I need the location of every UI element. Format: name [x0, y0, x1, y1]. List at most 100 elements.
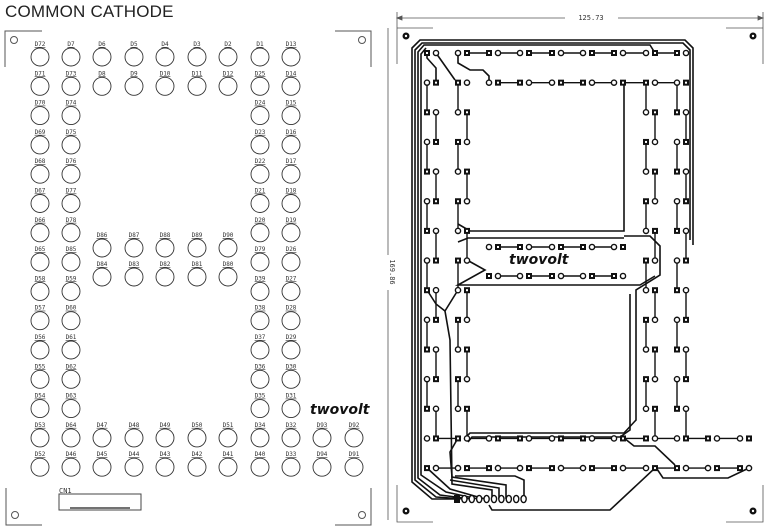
led-d64: D64	[61, 422, 81, 448]
led-label: D34	[255, 422, 266, 429]
pad-pair-d20	[642, 227, 658, 235]
height-dimension: 169.86	[388, 259, 396, 284]
pad-pair-d2	[611, 49, 627, 57]
led-d65: D65	[30, 246, 50, 272]
pad-pair-d75	[455, 138, 471, 146]
led-d87: D87	[124, 232, 144, 258]
led-label: D6	[98, 41, 106, 48]
led-d69: D69	[30, 129, 50, 155]
led-d40: D40	[250, 451, 270, 477]
pad-pair-d25	[643, 79, 659, 86]
led-label: D48	[129, 422, 140, 429]
led-label: D65	[35, 246, 46, 253]
pad-pair-d58	[424, 286, 440, 294]
led-d38: D38	[250, 305, 270, 331]
led-label: D16	[286, 129, 297, 136]
pad-pair-d57	[423, 316, 439, 324]
led-label: D22	[255, 158, 266, 165]
board-corner-marks	[4, 30, 372, 526]
led-d36: D36	[250, 363, 270, 389]
led-label: D14	[286, 70, 297, 77]
led-d54: D54	[30, 393, 50, 419]
pad-pair-d63	[454, 405, 470, 413]
led-label: D17	[286, 158, 297, 165]
led-d27: D27	[281, 275, 301, 301]
pad-pair-d59	[454, 286, 470, 294]
pad-pair-d28	[673, 316, 689, 324]
led-d73: D73	[61, 70, 81, 96]
led-d19: D19	[281, 217, 301, 243]
pad-pair-d53	[423, 435, 439, 442]
led-label: D30	[286, 363, 297, 370]
led-label: D57	[35, 305, 46, 312]
led-d32: D32	[281, 422, 301, 448]
pad-pair-d46	[454, 464, 470, 472]
pad-pair-d55	[423, 375, 439, 383]
pad-pair-d4	[549, 49, 565, 57]
led-label: D38	[255, 305, 266, 312]
led-label: D1	[256, 41, 264, 48]
led-label: D61	[66, 334, 77, 341]
pad-pair-d68	[424, 168, 440, 175]
led-d53: D53	[30, 422, 50, 448]
pad-pair-d92	[736, 435, 752, 442]
led-label: D91	[349, 451, 360, 458]
led-label: D56	[35, 334, 46, 341]
led-d30: D30	[281, 363, 301, 389]
led-d26: D26	[281, 246, 301, 272]
led-d82: D82	[155, 261, 175, 287]
led-d89: D89	[187, 232, 207, 258]
mounting-hole-icon	[11, 511, 19, 519]
led-d56: D56	[30, 334, 50, 360]
led-d55: D55	[30, 363, 50, 389]
dimension-lines	[387, 12, 765, 523]
led-d24: D24	[250, 100, 270, 126]
led-label: D11	[192, 70, 203, 77]
led-d6: D6	[92, 41, 112, 67]
pad-pair-d72	[424, 49, 440, 57]
led-label: D35	[255, 393, 266, 400]
led-label: D85	[66, 246, 77, 253]
led-label: D62	[66, 363, 77, 370]
pad-pair-d49	[548, 435, 564, 442]
pad-pair-d86	[485, 243, 501, 251]
pad-pair-d3	[579, 49, 595, 57]
pad-pair-d26	[673, 257, 689, 264]
led-d41: D41	[218, 451, 238, 477]
led-d7: D7	[61, 41, 81, 67]
pad-pair-d17	[674, 168, 690, 175]
pad-pair-d24	[642, 109, 658, 116]
led-d83: D83	[124, 261, 144, 287]
led-d66: D66	[30, 217, 50, 243]
led-d72: D72	[30, 41, 50, 67]
led-label: D3	[193, 41, 201, 48]
led-d90: D90	[218, 232, 238, 258]
led-label: D10	[160, 70, 171, 77]
led-label: D86	[97, 232, 108, 239]
led-d47: D47	[92, 422, 112, 448]
led-label: D92	[349, 422, 360, 429]
led-label: D5	[130, 41, 138, 48]
pad-pair-d22	[642, 168, 658, 175]
pad-pair-d43	[549, 464, 565, 472]
led-label: D43	[160, 451, 171, 458]
led-label: D21	[255, 188, 266, 195]
led-label: D69	[35, 129, 46, 136]
led-d85: D85	[61, 246, 81, 272]
led-d44: D44	[124, 451, 144, 477]
led-d68: D68	[30, 158, 50, 184]
led-label: D32	[286, 422, 297, 429]
led-d15: D15	[281, 100, 301, 126]
pad-pair-d45	[486, 464, 502, 472]
led-d71: D71	[30, 70, 50, 96]
led-d79: D79	[250, 246, 270, 272]
led-d91: D91	[344, 451, 364, 477]
led-d59: D59	[61, 275, 81, 301]
pad-pair-d52	[424, 464, 440, 472]
pad-pair-d6	[486, 49, 502, 57]
led-label: D83	[129, 261, 140, 268]
pad-pair-d78	[454, 227, 470, 235]
pad-pair-d41	[611, 464, 627, 472]
led-label: D72	[35, 41, 46, 48]
